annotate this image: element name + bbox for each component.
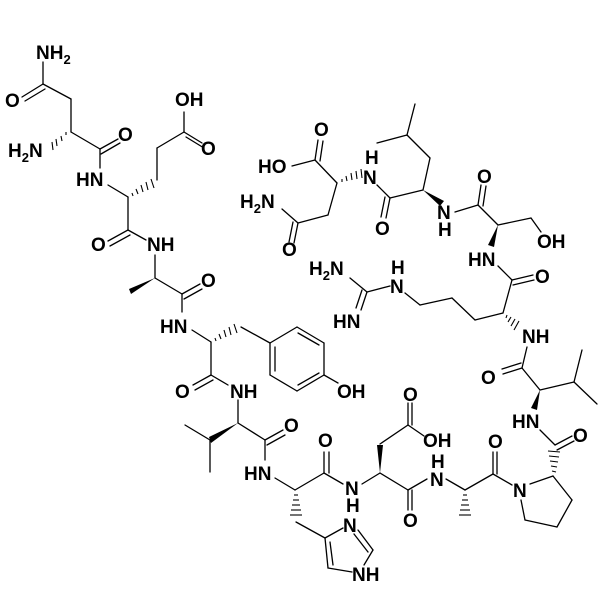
atom-label-leu-n-h: H bbox=[438, 220, 452, 241]
atom-label-arg-nh: NH bbox=[522, 327, 549, 348]
atom-label-guanidine-h2n: H2N bbox=[309, 259, 344, 283]
atom-label-asp-n: N bbox=[345, 479, 359, 500]
atom-label-ser-carbonyl-o: O bbox=[477, 167, 492, 188]
atom-label-val2-carbonyl-o: O bbox=[481, 368, 496, 389]
atom-label-guanidine-n-h: H bbox=[391, 258, 405, 279]
atom-label-his-carbonyl-o: O bbox=[318, 431, 333, 452]
atom-label-pro-n: N bbox=[513, 481, 527, 502]
atom-label-asn-cterm-n-h: H bbox=[365, 148, 379, 169]
atom-label-asn-cterm-n: N bbox=[363, 168, 377, 189]
atom-label-amide-nh2: NH2 bbox=[36, 43, 71, 67]
atom-label-leu-n: N bbox=[437, 203, 451, 224]
atom-label-tyr-carbonyl-o: O bbox=[175, 382, 190, 403]
atom-label-guanidine-n: N bbox=[390, 277, 404, 298]
atom-label-glu-carbonyl-o: O bbox=[91, 235, 106, 256]
atom-label-val-nh: NH bbox=[230, 382, 257, 403]
atom-label-glu-oh: OH bbox=[175, 90, 204, 111]
atom-label-tyr-hn: HN bbox=[160, 317, 187, 338]
atom-label-ala-nh: NH bbox=[147, 235, 174, 256]
atom-label-pro-carbonyl-o: O bbox=[573, 426, 588, 447]
atom-label-ala2-n: N bbox=[430, 470, 444, 491]
atom-label-glu-carboxyl-o: O bbox=[201, 139, 216, 160]
atom-label-arg-carbonyl-o: O bbox=[535, 267, 550, 288]
atom-label-amide-o: O bbox=[5, 91, 20, 112]
atom-label-ser-hn: HN bbox=[468, 250, 495, 271]
atom-label-imidazole-nh: NH bbox=[352, 565, 379, 586]
atom-label-val-carbonyl-o: O bbox=[284, 416, 299, 437]
atom-label-asn-cterm-amide-o: O bbox=[282, 240, 297, 261]
stereo-wedges bbox=[129, 190, 540, 473]
atom-label-asp-n-h: H bbox=[346, 496, 360, 517]
atom-labels: NH2 O H2N O HN OH O O NH O HN O NH OH O … bbox=[5, 43, 588, 586]
atom-label-asp-side-o: O bbox=[403, 385, 418, 406]
atom-label-asn-cterm-h2n: H2N bbox=[240, 192, 275, 216]
atom-label-imidazole-n: N bbox=[343, 516, 357, 537]
atom-label-his-hn: HN bbox=[244, 464, 271, 485]
atom-label-val2-hn: HN bbox=[512, 412, 539, 433]
atom-label-ser-oh: OH bbox=[537, 232, 566, 253]
atom-label-leu-carbonyl-o: O bbox=[375, 219, 390, 240]
atom-label-asp-side-oh: OH bbox=[423, 431, 452, 452]
atom-label-tyr-phenol-oh: OH bbox=[337, 382, 366, 403]
atom-label-glu-hn: HN bbox=[76, 170, 103, 191]
atom-label-ala2-carbonyl-o: O bbox=[488, 432, 503, 453]
atom-label-carbonyl-o: O bbox=[118, 125, 133, 146]
atom-label-n-terminal-h2n: H2N bbox=[8, 141, 43, 165]
atom-label-c-terminal-ho: HO bbox=[258, 157, 287, 178]
atom-label-ala-carbonyl-o: O bbox=[201, 271, 216, 292]
atom-label-c-terminal-carboxyl-o: O bbox=[314, 120, 329, 141]
atom-label-ala2-n-h: H bbox=[431, 452, 445, 473]
atom-label-guanidine-hn: HN bbox=[333, 312, 360, 333]
atom-label-asp-carbonyl-o: O bbox=[403, 511, 418, 532]
bonds bbox=[21, 61, 598, 573]
stereo-hashes bbox=[51, 132, 561, 516]
